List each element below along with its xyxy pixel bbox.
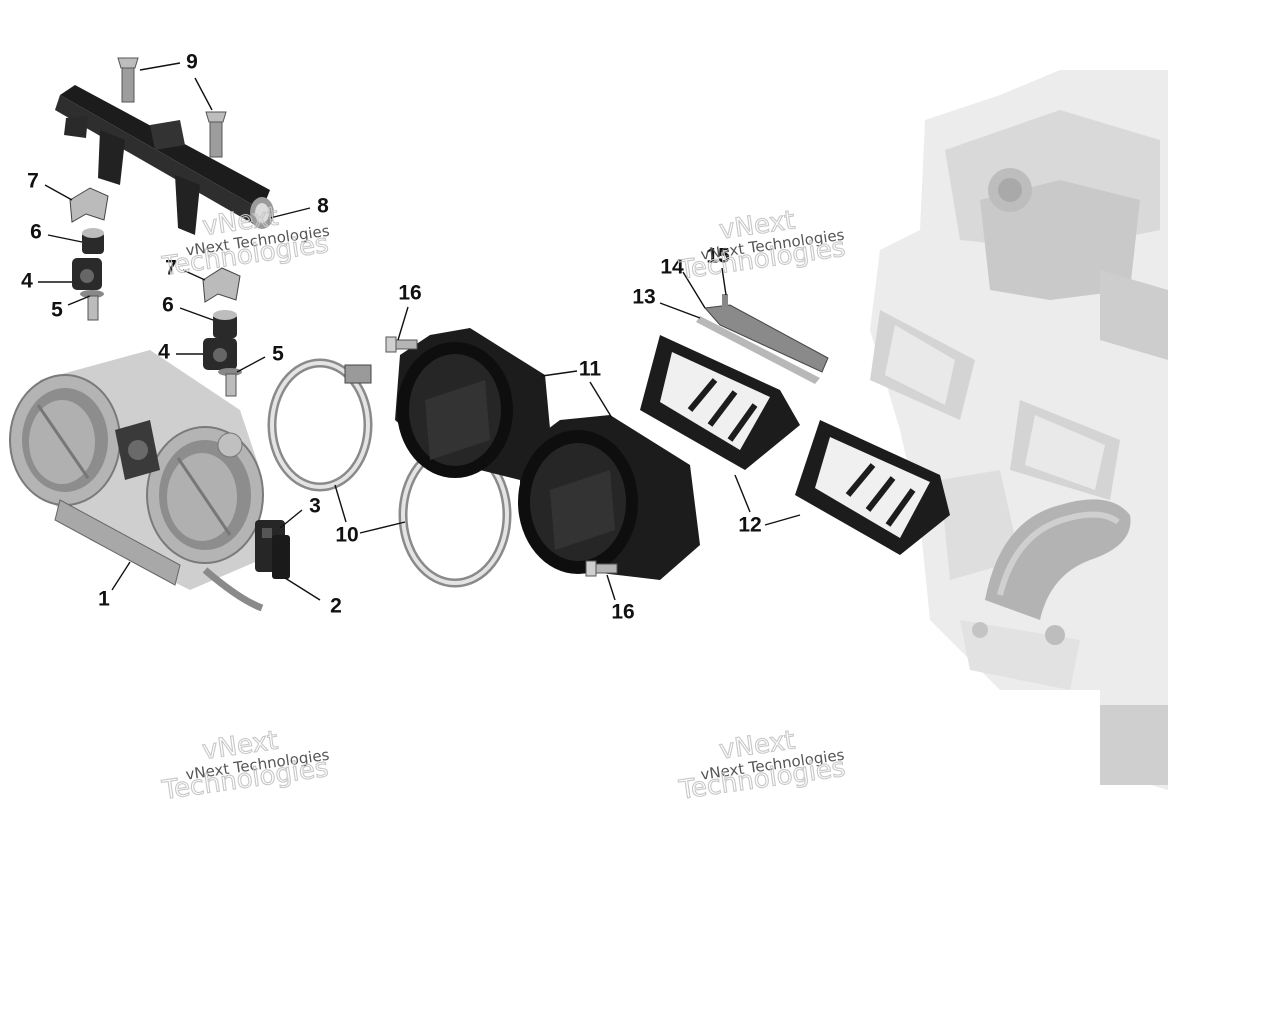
callout-14: 14 <box>660 256 684 279</box>
callout-4-upper: 4 <box>21 270 33 293</box>
callout-7-upper: 7 <box>27 170 39 193</box>
callout-16-upper: 16 <box>398 282 421 305</box>
callout-9: 9 <box>186 51 198 74</box>
callout-4-lower: 4 <box>158 341 170 364</box>
engine-block <box>870 70 1168 790</box>
callout-1: 1 <box>98 588 110 611</box>
rail-bolts <box>117 57 227 158</box>
callout-11: 11 <box>579 358 602 381</box>
throttle-body <box>9 350 264 612</box>
callout-12: 12 <box>738 514 761 537</box>
callout-labels: 9 8 7 7 6 6 4 4 5 5 1 2 3 10 16 16 11 12… <box>21 51 762 624</box>
tps-sensor <box>255 520 290 579</box>
callout-7-lower: 7 <box>165 257 177 280</box>
injector-group-upper <box>69 187 109 321</box>
intake-adapter-upper <box>395 328 552 480</box>
callout-5-upper: 5 <box>51 299 63 322</box>
adapter-bolts <box>385 336 618 577</box>
watermark-top-right: vNext vNext Technologies Technologies <box>676 205 848 286</box>
callout-10: 10 <box>335 524 358 547</box>
callout-5-lower: 5 <box>272 343 284 366</box>
callout-15: 15 <box>706 245 730 268</box>
leader-lines <box>38 62 801 601</box>
watermark-bottom-left: vNext vNext Technologies Technologies <box>159 725 331 806</box>
reed-stopper-gasket <box>696 294 829 384</box>
injector-group-lower <box>202 267 242 397</box>
callout-2: 2 <box>330 595 342 618</box>
clamp-upper <box>267 358 373 492</box>
fuel-rail <box>55 85 274 235</box>
callout-13: 13 <box>632 286 655 309</box>
reed-valve-lower <box>795 420 950 555</box>
intake-adapter-lower <box>518 415 700 580</box>
watermark-bottom-right: vNext vNext Technologies Technologies <box>676 725 848 806</box>
callout-6-upper: 6 <box>30 221 42 244</box>
callout-16-lower: 16 <box>611 601 634 624</box>
callout-6-lower: 6 <box>162 294 174 317</box>
callout-3: 3 <box>309 495 321 518</box>
reed-valve-upper <box>640 335 800 470</box>
callout-8: 8 <box>317 195 329 218</box>
